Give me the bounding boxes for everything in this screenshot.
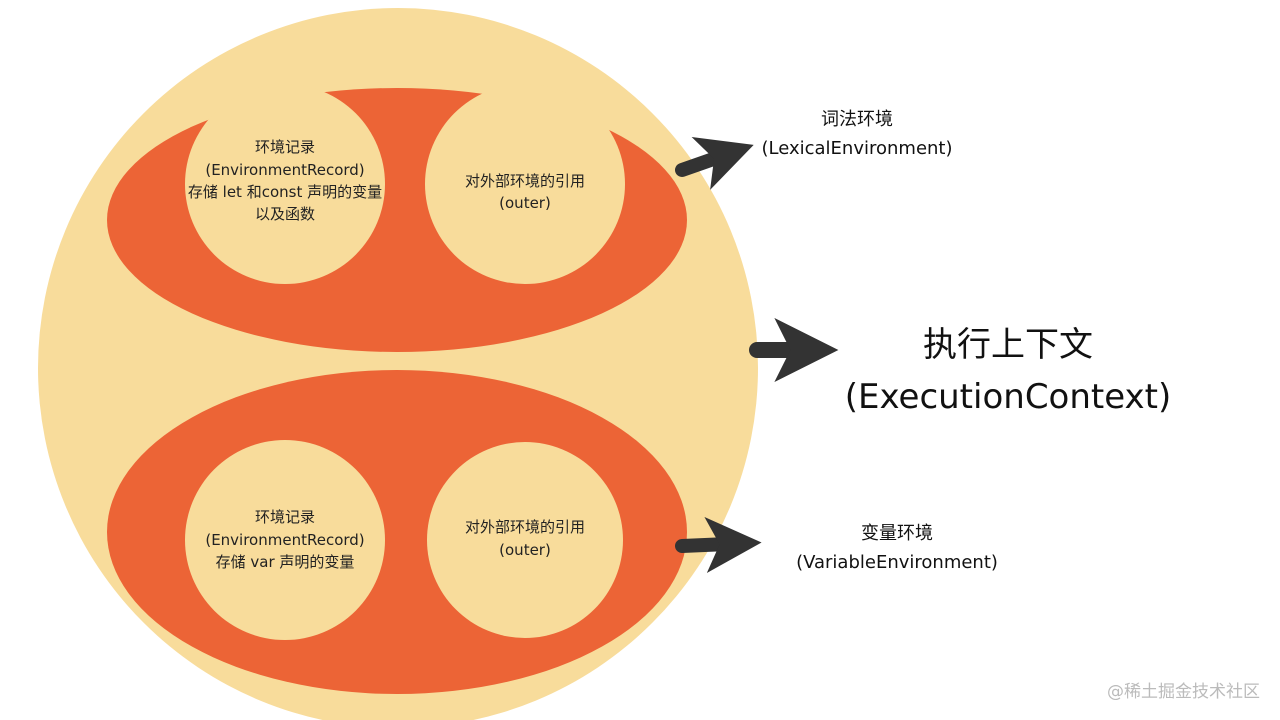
variable-outer-text: 对外部环境的引用 [465, 518, 585, 536]
variable-environment-label: (VariableEnvironment) [796, 552, 998, 573]
variable-record-text: (EnvironmentRecord) [205, 531, 364, 549]
lexical-outer-text: 对外部环境的引用 [465, 172, 585, 190]
execution-context-label: (ExecutionContext) [845, 377, 1172, 417]
lexical-record-text: 存储 let 和const 声明的变量 [188, 183, 382, 201]
lexical-environment-label: 词法环境 [821, 109, 893, 130]
variable-record-text: 存储 var 声明的变量 [216, 553, 355, 571]
arrow-icon [675, 136, 754, 190]
variable-outer-circle [427, 442, 623, 638]
lexical-environment-label: (LexicalEnvironment) [761, 138, 952, 159]
variable-record-text: 环境记录 [255, 508, 315, 526]
lexical-outer-circle [425, 84, 625, 284]
variable-outer-text: (outer) [499, 541, 551, 559]
lexical-record-text: (EnvironmentRecord) [205, 161, 364, 179]
variable-environment-label: 变量环境 [861, 523, 933, 544]
variable-record-circle [185, 440, 385, 640]
lexical-outer-text: (outer) [499, 194, 551, 212]
watermark: @稀土掘金技术社区 [1107, 682, 1260, 702]
lexical-record-text: 以及函数 [255, 205, 315, 223]
lexical-record-circle [185, 84, 385, 284]
execution-context-label: 执行上下文 [923, 325, 1093, 365]
lexical-record-text: 环境记录 [255, 138, 315, 156]
arrow-icon [675, 516, 762, 573]
